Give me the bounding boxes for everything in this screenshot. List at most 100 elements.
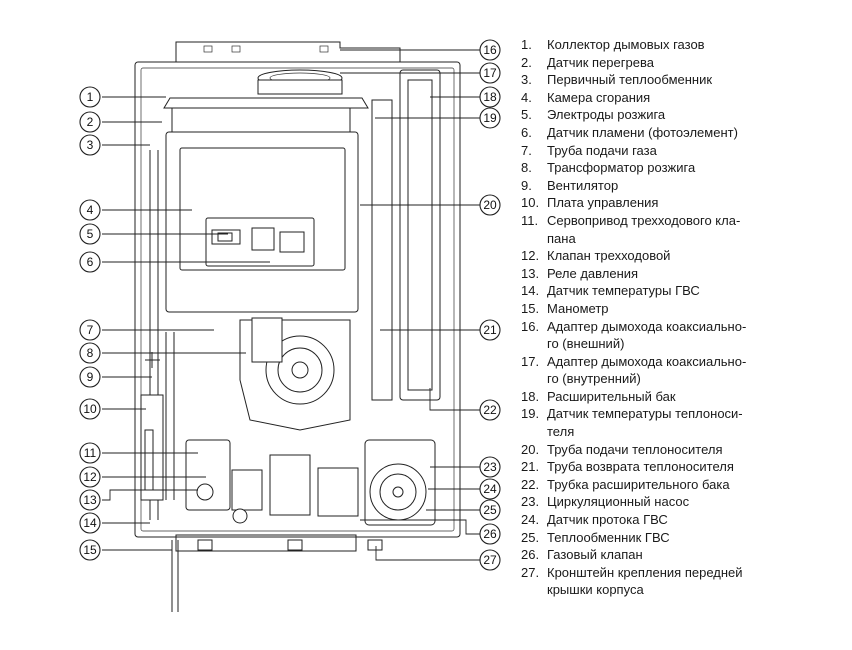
svg-text:27: 27	[483, 553, 497, 567]
callout-4: 4	[79, 199, 101, 221]
callout-25: 25	[479, 499, 501, 521]
legend-item: 10.Плата управления	[521, 194, 846, 212]
svg-text:19: 19	[483, 111, 497, 125]
callout-5: 5	[79, 223, 101, 245]
svg-text:1: 1	[87, 90, 94, 104]
legend-number: 27.	[521, 564, 540, 580]
callout-26: 26	[479, 523, 501, 545]
legend-item: 22.Трубка расширительного бака	[521, 476, 846, 494]
legend-number: 17.	[521, 353, 540, 369]
legend-text: Клапан трехходовой	[547, 248, 671, 264]
legend-number: 6.	[521, 124, 532, 140]
legend-text: Сервопривод трехходового кла- пана	[547, 212, 741, 246]
fan	[239, 317, 351, 431]
legend-text: Первичный теплообменник	[547, 72, 713, 88]
svg-text:25: 25	[483, 503, 497, 517]
callout-13: 13	[79, 489, 101, 511]
legend-number: 14.	[521, 283, 540, 299]
svg-text:26: 26	[483, 527, 497, 541]
leader-lines	[102, 49, 480, 561]
svg-text:24: 24	[483, 482, 497, 496]
legend-text: Датчик протока ГВС	[547, 512, 668, 528]
bottom-assembly	[185, 439, 359, 524]
legend-number: 3.	[521, 72, 532, 88]
legend-item: 23.Циркуляционный насос	[521, 493, 846, 511]
svg-text:4: 4	[87, 203, 94, 217]
callouts: 1 2 3 4 5 6 7 8 9 10 11 12 13 14 15 16 1…	[79, 39, 501, 571]
legend-item: 27.Кронштейн крепления передней крышки к…	[521, 564, 846, 599]
legend-text: Адаптер дымохода коаксиально- го (внешни…	[547, 318, 747, 352]
callout-22: 22	[479, 399, 501, 421]
control-board	[140, 394, 164, 501]
legend-number: 12.	[521, 248, 540, 264]
flue-adapter	[257, 69, 343, 95]
manometer-tube	[171, 539, 383, 612]
callout-3: 3	[79, 134, 101, 156]
legend-item: 18.Расширительный бак	[521, 388, 846, 406]
legend-item: 13.Реле давления	[521, 265, 846, 283]
legend-item: 1.Коллектор дымовых газов	[521, 36, 846, 54]
legend-item: 5.Электроды розжига	[521, 106, 846, 124]
callout-21: 21	[479, 319, 501, 341]
svg-text:17: 17	[483, 66, 497, 80]
legend-number: 15.	[521, 300, 540, 316]
legend-item: 8.Трансформатор розжига	[521, 159, 846, 177]
legend-text: Труба возврата теплоносителя	[547, 459, 734, 475]
legend-text: Адаптер дымохода коаксиально- го (внутре…	[547, 353, 747, 387]
legend-text: Манометр	[547, 300, 609, 316]
callout-9: 9	[79, 366, 101, 388]
legend-item: 25. Теплообменник ГВС	[521, 529, 846, 547]
legend-number: 24.	[521, 512, 540, 528]
svg-text:7: 7	[87, 323, 94, 337]
callout-10: 10	[79, 398, 101, 420]
svg-text:16: 16	[483, 43, 497, 57]
callout-18: 18	[479, 86, 501, 108]
legend-text: Трансформатор розжига	[547, 160, 696, 176]
legend-text: Труба подачи теплоносителя	[547, 441, 723, 457]
legend-item: 9.Вентилятор	[521, 177, 846, 195]
legend-text: Газовый клапан	[547, 547, 643, 563]
legend-number: 25.	[521, 529, 540, 545]
legend-number: 18.	[521, 388, 540, 404]
legend-text: Датчик температуры теплоноси- теля	[547, 406, 743, 440]
expansion-tank	[371, 69, 441, 401]
svg-text:2: 2	[87, 115, 94, 129]
svg-text:23: 23	[483, 460, 497, 474]
callout-15: 15	[79, 539, 101, 561]
legend-text: Датчик температуры ГВС	[547, 283, 700, 299]
legend-item: 2.Датчик перегрева	[521, 54, 846, 72]
legend-text: Коллектор дымовых газов	[547, 37, 705, 52]
legend-item: 19.Датчик температуры теплоноси- теля	[521, 405, 846, 440]
legend-item: 11. Сервопривод трехходового кла- пана	[521, 212, 846, 247]
component-legend: 1.Коллектор дымовых газов 2.Датчик перег…	[521, 36, 846, 599]
legend-number: 22.	[521, 476, 540, 492]
legend-number: 21.	[521, 459, 540, 475]
legend-number: 11.	[521, 212, 539, 228]
callout-20: 20	[479, 194, 501, 216]
callout-8: 8	[79, 342, 101, 364]
svg-text:22: 22	[483, 403, 497, 417]
svg-text:13: 13	[83, 493, 97, 507]
boiler-casing	[134, 61, 461, 552]
callout-1: 1	[79, 86, 101, 108]
boiler-diagram: 1 2 3 4 5 6 7 8 9 10 11 12 13 14 15 16 1…	[79, 39, 501, 612]
legend-item: 4.Камера сгорания	[521, 89, 846, 107]
svg-text:5: 5	[87, 227, 94, 241]
svg-text:3: 3	[87, 138, 94, 152]
legend-number: 23.	[521, 494, 540, 510]
callout-16: 16	[479, 39, 501, 61]
svg-text:9: 9	[87, 370, 94, 384]
legend-number: 7.	[521, 142, 532, 158]
callout-14: 14	[79, 512, 101, 534]
legend-text: Вентилятор	[547, 177, 619, 193]
legend-item: 6.Датчик пламени (фотоэлемент)	[521, 124, 846, 142]
svg-text:6: 6	[87, 255, 94, 269]
legend-item: 26.Газовый клапан	[521, 546, 846, 564]
legend-text: Электроды розжига	[547, 107, 666, 123]
legend-item: 24. Датчик протока ГВС	[521, 511, 846, 529]
legend-number: 16.	[521, 318, 540, 334]
callout-24: 24	[479, 478, 501, 500]
legend-text: Теплообменник ГВС	[547, 529, 670, 545]
combustion-chamber	[165, 131, 359, 313]
svg-text:14: 14	[83, 516, 97, 530]
